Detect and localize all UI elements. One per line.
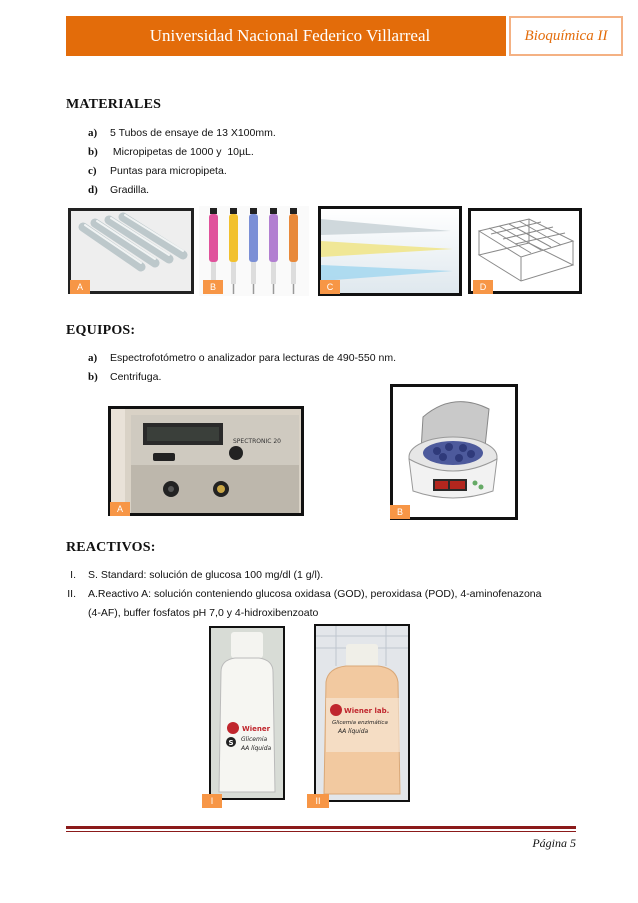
reactivos-heading: REACTIVOS: — [66, 540, 156, 555]
course-name: Bioquímica II — [524, 27, 608, 44]
micropipette-icon — [199, 206, 309, 296]
label-d: D — [473, 280, 493, 294]
list-item: b) Micropipetas de 1000 y 10µL. — [88, 146, 254, 158]
list-item: a)5 Tubos de ensaye de 13 X100mm. — [88, 127, 276, 139]
photo-rack — [468, 208, 582, 294]
label-equipo-b: B — [390, 505, 410, 519]
label-c: C — [320, 280, 340, 294]
header-university: Universidad Nacional Federico Villarreal — [66, 16, 506, 56]
bottle-icon: Wiener lab. Glicemia enzimática AA líqui… — [316, 626, 408, 800]
photo-pipette-tips — [318, 206, 462, 296]
list-item: d)Gradilla. — [88, 184, 150, 196]
footer-rule-thin — [66, 831, 576, 832]
bottle1-num: S — [229, 739, 234, 747]
university-name: Universidad Nacional Federico Villarreal — [149, 26, 431, 45]
label-b: B — [203, 280, 223, 294]
centrifuge-icon — [393, 387, 515, 517]
equipos-heading: EQUIPOS: — [66, 323, 136, 338]
spectrophotometer-icon: SPECTRONIC 20 — [111, 409, 301, 513]
list-item-continuation: (4-AF), buffer fosfatos pH 7,0 y 4-hidro… — [88, 607, 319, 619]
test-tubes-icon — [71, 211, 191, 291]
pipette-tips-icon — [321, 209, 459, 293]
bottle1-line2: AA líquida — [240, 745, 272, 752]
photo-test-tubes — [68, 208, 194, 294]
label-reactivo-i: I — [202, 794, 222, 808]
rack-icon — [471, 211, 579, 291]
bottle-icon: Wiener Glicemia AA líquida S — [211, 628, 283, 798]
header-course: Bioquímica II — [509, 16, 623, 56]
list-item: b)Centrifuga. — [88, 371, 162, 383]
page-number: Página 5 — [532, 836, 576, 850]
reactivos-list: I.S. Standard: solución de glucosa 100 m… — [58, 569, 578, 626]
label-a: A — [70, 280, 90, 294]
bottle1-brand: Wiener — [242, 725, 271, 733]
spectro-display-label: SPECTRONIC 20 — [233, 438, 281, 445]
list-item: c)Puntas para micropipeta. — [88, 165, 227, 177]
photo-bottle-standard: Wiener Glicemia AA líquida S — [209, 626, 285, 800]
photo-bottle-reagent: Wiener lab. Glicemia enzimática AA líqui… — [314, 624, 410, 802]
footer-rule — [66, 826, 576, 829]
list-item: a)Espectrofotómetro o analizador para le… — [88, 352, 396, 364]
photo-centrifuge — [390, 384, 518, 520]
bottle2-line2: AA líquida — [337, 728, 369, 735]
bottle1-line1: Glicemia — [241, 736, 267, 743]
photo-spectrophotometer: SPECTRONIC 20 — [108, 406, 304, 516]
label-reactivo-ii: II — [307, 794, 329, 808]
bottle2-brand: Wiener lab. — [344, 707, 389, 715]
materiales-heading: MATERIALES — [66, 97, 162, 112]
bottle2-line1: Glicemia enzimática — [332, 719, 388, 726]
equipos-list: a)Espectrofotómetro o analizador para le… — [88, 352, 568, 390]
list-item: I.S. Standard: solución de glucosa 100 m… — [70, 569, 324, 581]
materiales-list: a)5 Tubos de ensaye de 13 X100mm. b) Mic… — [88, 127, 568, 203]
label-equipo-a: A — [110, 502, 130, 516]
list-item: II.A.Reactivo A: solución conteniendo gl… — [67, 588, 542, 600]
